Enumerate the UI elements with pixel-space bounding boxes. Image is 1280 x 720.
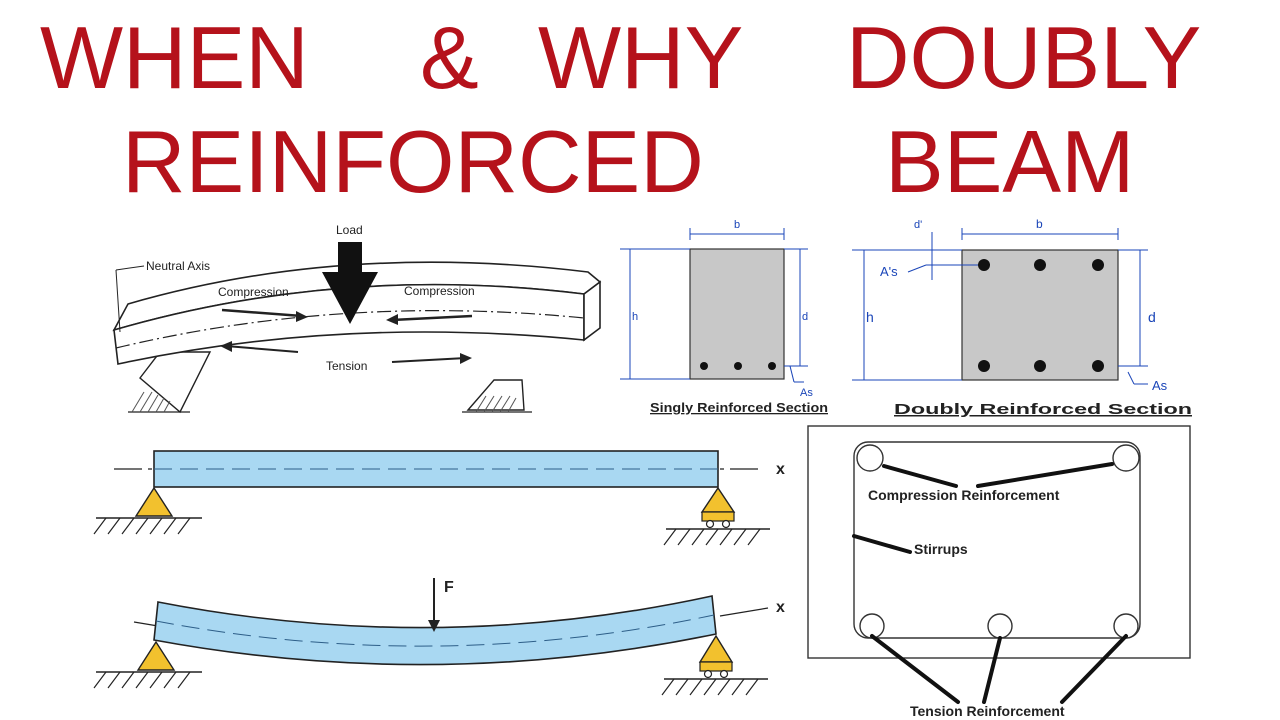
doubly-h-label: h — [866, 309, 874, 325]
title-word-why: WHY — [538, 8, 744, 107]
singly-as-label: As — [800, 387, 813, 399]
doubly-section-panel: d' b A's h d As Doubly Reinforced Sectio… — [842, 212, 1196, 422]
doubly-as-prime-label: A's — [880, 264, 898, 279]
force-arrow-icon — [428, 620, 440, 632]
singly-tension-bars — [700, 362, 776, 370]
doubly-section-diagram: d' b A's h d As Doubly Reinforced Sectio… — [852, 217, 1192, 418]
doubly-dimension-lines — [852, 228, 1148, 385]
compression-right-label: Compression — [404, 284, 475, 298]
force-f-label: F — [444, 579, 454, 596]
title-word-and: & — [420, 8, 479, 107]
load-arrow-icon — [322, 242, 378, 324]
deflected-pin-hatching — [93, 671, 191, 689]
tension-label: Tension — [326, 359, 367, 373]
compression-left-label: Compression — [218, 285, 289, 299]
singly-dimension-lines — [620, 228, 808, 383]
doubly-d-prime-label: d' — [914, 219, 922, 231]
title-line-1: WHEN & WHY DOUBLY — [0, 14, 1280, 110]
compression-reinforcement-bars — [856, 444, 1140, 472]
doubly-section-rect — [961, 249, 1119, 381]
stirrup-section-panel: Compression Reinforcement Stirrups Tensi… — [806, 424, 1192, 718]
tension-reinforcement-label: Tension Reinforcement — [910, 703, 1065, 718]
doubly-compression-bars — [978, 259, 1104, 271]
compression-reinforcement-label: Compression Reinforcement — [868, 487, 1060, 503]
title-word-doubly: DOUBLY — [846, 8, 1202, 107]
singly-h-label: h — [632, 311, 638, 323]
supported-beam-diagram: x — [93, 450, 785, 546]
doubly-tension-bars — [978, 360, 1104, 372]
singly-caption: Singly Reinforced Section — [650, 400, 828, 415]
doubly-d-label: d — [1148, 309, 1156, 325]
label-leaders — [852, 462, 1128, 704]
singly-section-rect — [689, 248, 785, 380]
deflected-roller-hatching — [661, 678, 759, 696]
left-support — [139, 351, 212, 414]
doubly-b-label: b — [1036, 217, 1043, 231]
deflected-inner-axis — [155, 614, 715, 647]
compression-left-arrow — [221, 308, 303, 318]
tension-reinforcement-bars — [859, 613, 1139, 639]
stirrups-label: Stirrups — [914, 541, 968, 557]
beam-end-face — [583, 280, 601, 342]
deflected-beam-panel: F x — [86, 568, 798, 716]
deflected-x-label: x — [776, 599, 785, 616]
beam-bending-panel: Load Neutral Axis Compression Compressio… — [92, 212, 606, 422]
pin-support-hatching — [93, 517, 191, 535]
roller-support — [700, 486, 736, 513]
title-word-reinforced: REINFORCED — [122, 112, 704, 211]
title-word-beam: BEAM — [885, 112, 1135, 211]
title-line-2: REINFORCED BEAM — [0, 118, 1280, 214]
supported-x-label: x — [776, 461, 785, 478]
doubly-as-label: As — [1152, 378, 1168, 393]
doubly-caption: Doubly Reinforced Section — [894, 401, 1192, 418]
singly-section-panel: b h d As Singly Reinforced Section — [612, 212, 836, 422]
compression-right-arrow — [391, 314, 473, 322]
tension-right-arrow — [391, 357, 467, 363]
stirrup-section-diagram: Compression Reinforcement Stirrups Tensi… — [807, 425, 1191, 718]
deflected-axis-extension — [719, 607, 769, 617]
neutral-axis-leader — [115, 265, 145, 271]
deflected-roller-support — [698, 634, 734, 663]
title-word-when: WHEN — [40, 8, 309, 107]
tension-left-arrow — [225, 345, 299, 353]
singly-d-label: d — [802, 311, 808, 323]
beam-bending-diagram: Load Neutral Axis Compression Compressio… — [112, 223, 602, 414]
roller-support-hatching — [663, 528, 761, 546]
deflected-beam — [153, 595, 717, 666]
support-hatching — [131, 391, 517, 413]
deflected-beam-diagram: F x — [93, 578, 785, 696]
pin-support — [134, 486, 174, 517]
deflected-pin-support — [136, 640, 176, 671]
neutral-axis-label: Neutral Axis — [146, 259, 210, 273]
singly-section-diagram: b h d As Singly Reinforced Section — [620, 219, 828, 415]
load-label: Load — [336, 223, 363, 237]
supported-beam-panel: x — [86, 432, 798, 558]
singly-b-label: b — [734, 219, 740, 231]
